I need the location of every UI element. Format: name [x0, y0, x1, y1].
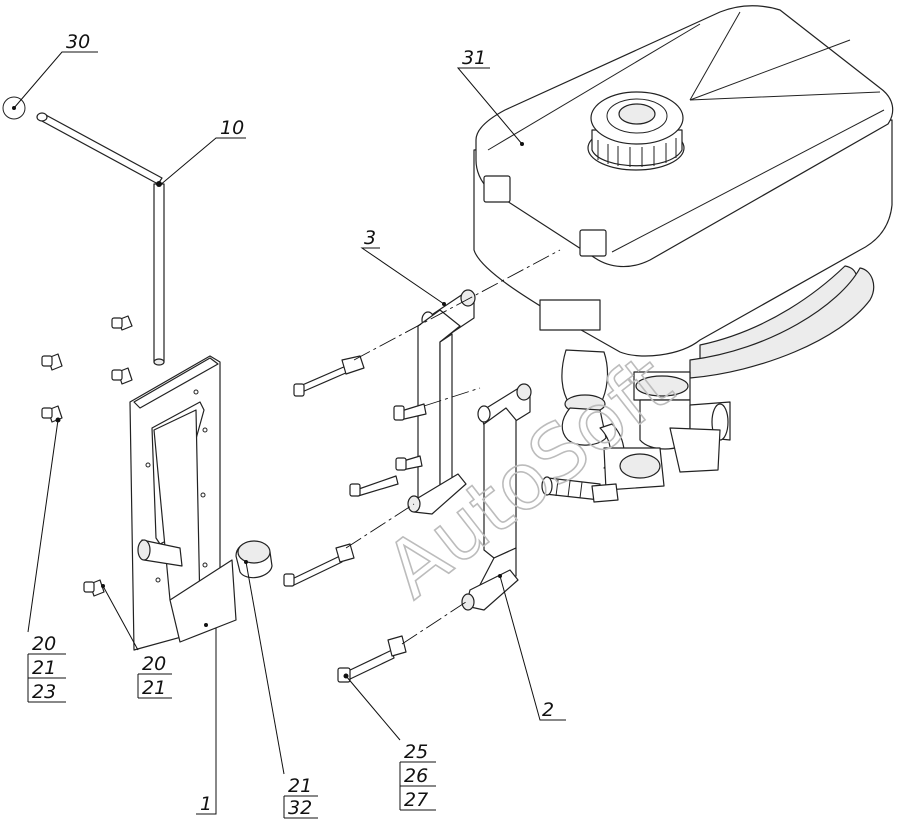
- callout-21-cap: 21: [288, 775, 312, 797]
- axis-line-lower: [401, 601, 467, 645]
- callout-31: 31: [462, 47, 486, 69]
- callout-21-left: 21: [32, 657, 56, 679]
- callout-3: 3: [364, 227, 376, 249]
- callout-10: 10: [220, 117, 244, 139]
- callout-26: 26: [404, 765, 428, 787]
- callout-30: 30: [66, 31, 90, 53]
- axis-line-upper: [353, 249, 561, 361]
- axis-line-middle: [345, 503, 415, 549]
- callout-20-mid: 20: [142, 653, 166, 675]
- callout-2: 2: [542, 699, 554, 721]
- callout-21-mid: 21: [142, 677, 166, 699]
- callout-27: 27: [404, 789, 428, 811]
- handle-part-2: [461, 383, 532, 611]
- axis-line-bolt: [423, 387, 481, 407]
- loose-screws: [41, 315, 133, 597]
- callout-20-left: 20: [32, 633, 56, 655]
- rod-part-10: [36, 112, 165, 366]
- part-30-symbol: [2, 96, 26, 120]
- callout-32: 32: [288, 797, 312, 819]
- callout-25: 25: [404, 741, 428, 763]
- bracket-part-1: [129, 355, 237, 651]
- bolts: [283, 355, 427, 683]
- cap-part-32: [235, 540, 273, 579]
- callout-23: 23: [32, 681, 56, 703]
- handle-part-3: [407, 289, 476, 515]
- callout-1: 1: [200, 793, 212, 815]
- tank-part-31: [473, 5, 894, 503]
